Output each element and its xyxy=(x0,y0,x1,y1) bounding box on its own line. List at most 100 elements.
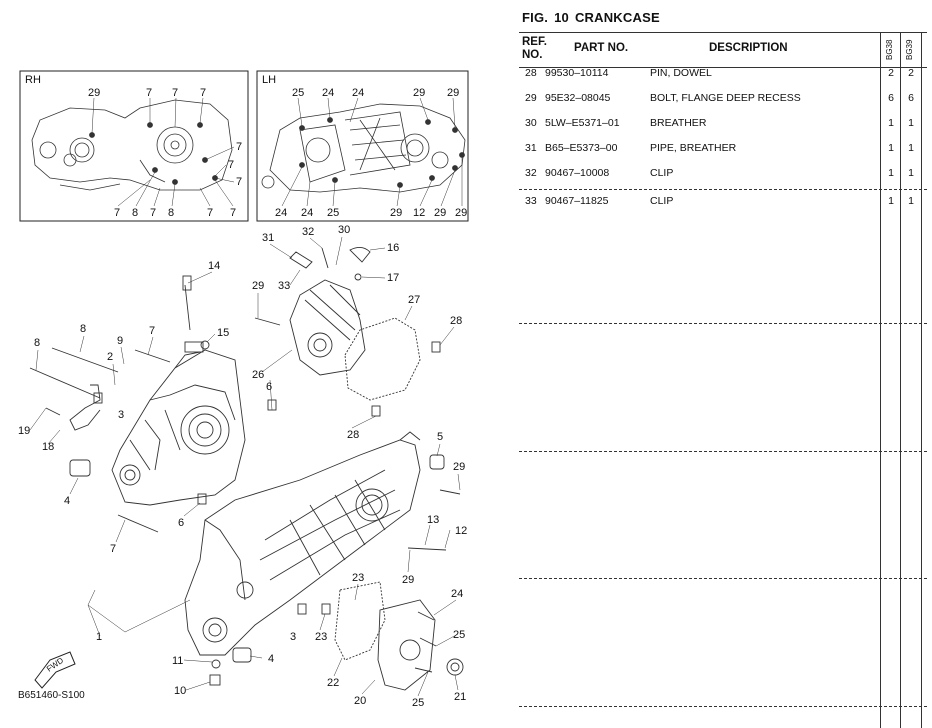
callout: 5 xyxy=(437,431,443,443)
callout: 29 xyxy=(402,574,414,586)
callout: 6 xyxy=(178,517,184,529)
lh-callout: 29 xyxy=(455,207,467,219)
callout: 19 xyxy=(18,425,30,437)
column-divider xyxy=(900,32,901,728)
part-number: 90467–10008 xyxy=(545,167,610,179)
callout: 3 xyxy=(118,409,124,421)
lh-leader-lines xyxy=(281,97,463,207)
part-description: PIN, DOWEL xyxy=(650,67,712,79)
part-number: 99530–10114 xyxy=(545,67,609,79)
lh-callout: 25 xyxy=(292,87,304,99)
rh-callout: 7 xyxy=(228,159,234,171)
figure-number: 10 xyxy=(554,10,569,25)
rh-callout: 7 xyxy=(172,87,178,99)
callout: 7 xyxy=(149,325,155,337)
part-description: CLIP xyxy=(650,195,674,207)
lh-callout: 24 xyxy=(301,207,313,219)
group-separator xyxy=(519,323,927,324)
lh-callout: 12 xyxy=(413,207,425,219)
right-case-half xyxy=(111,341,246,506)
rh-callout: 7 xyxy=(207,207,213,219)
callout: 6 xyxy=(266,381,272,393)
callout: 23 xyxy=(352,572,364,584)
qty-model-1: 1 xyxy=(888,195,894,207)
rh-inset-frame xyxy=(19,70,249,222)
column-divider xyxy=(921,32,922,728)
callout: 14 xyxy=(208,260,220,272)
rh-callout: 8 xyxy=(132,207,138,219)
rh-callout: 7 xyxy=(236,141,242,153)
table-row: 30 5LW–E5371–01 BREATHER xyxy=(519,117,880,133)
qty-model-1: 6 xyxy=(888,92,894,104)
callout: 25 xyxy=(412,697,424,709)
part-description: BOLT, FLANGE DEEP RECESS xyxy=(650,92,801,104)
callout: 20 xyxy=(354,695,366,707)
lh-callout: 29 xyxy=(447,87,459,99)
rh-callouts: 29 7 7 7 7 7 7 7 7 8 8 7 7 xyxy=(88,87,242,219)
callout: 30 xyxy=(338,224,350,236)
rh-callout: 7 xyxy=(146,87,152,99)
callout: 29 xyxy=(453,461,465,473)
part-number: 95E32–08045 xyxy=(545,92,611,104)
part-description: PIPE, BREATHER xyxy=(650,142,737,154)
callout: 24 xyxy=(451,588,463,600)
ref-no: 30 xyxy=(525,117,537,129)
part-no-header: PART NO. xyxy=(574,42,629,54)
main-callouts: 1 2 3 3 4 4 5 6 6 7 7 8 8 9 10 11 12 13 … xyxy=(18,224,467,709)
rh-callout: 7 xyxy=(114,207,120,219)
lh-inset-label: LH xyxy=(262,74,276,86)
qty-model-1: 2 xyxy=(888,67,894,79)
callout: 4 xyxy=(64,495,70,507)
callout: 1 xyxy=(96,631,102,643)
ref-header-line1: REF. xyxy=(522,36,547,48)
callout: 9 xyxy=(117,335,123,347)
callout: 7 xyxy=(110,543,116,555)
callout: 22 xyxy=(327,677,339,689)
callout: 18 xyxy=(42,441,54,453)
callout: 32 xyxy=(302,226,314,238)
model-header-2: BG39 xyxy=(905,39,914,61)
exploded-diagram: RH 29 7 7 7 7 7 7 7 7 8 8 7 7 xyxy=(18,70,469,709)
lh-callout: 29 xyxy=(390,207,402,219)
callout: 12 xyxy=(455,525,467,537)
callout: 27 xyxy=(408,294,420,306)
column-divider xyxy=(880,32,881,728)
ref-no: 32 xyxy=(525,167,537,179)
table-row: 32 90467–10008 CLIP xyxy=(519,167,880,183)
rh-leader-lines xyxy=(91,97,235,207)
lh-callout: 29 xyxy=(413,87,425,99)
rh-callout: 29 xyxy=(88,87,100,99)
model-header-1: BG38 xyxy=(885,39,894,61)
lh-inset-frame xyxy=(256,70,469,222)
qty-model-2: 1 xyxy=(908,117,914,129)
part-number: 90467–11825 xyxy=(545,195,609,207)
callout: 29 xyxy=(252,280,264,292)
figure-prefix: FIG. xyxy=(522,10,549,25)
figure-name: CRANKCASE xyxy=(574,10,660,25)
qty-model-2: 1 xyxy=(908,195,914,207)
qty-model-1: 1 xyxy=(888,142,894,154)
drawing-code: B651460-S100 xyxy=(18,690,85,701)
callout: 13 xyxy=(427,514,439,526)
lh-callout: 29 xyxy=(434,207,446,219)
figure-title: FIG. 10 CRANKCASE xyxy=(522,10,666,25)
part-description: CLIP xyxy=(650,167,674,179)
callout: 28 xyxy=(450,315,462,327)
callout: 28 xyxy=(347,429,359,441)
lh-case-sketch xyxy=(261,103,466,193)
group-separator xyxy=(519,706,927,707)
callout: 16 xyxy=(387,242,399,254)
group-separator xyxy=(519,578,927,579)
description-header: DESCRIPTION xyxy=(709,42,788,54)
callout: 26 xyxy=(252,369,264,381)
table-row: 28 99530–10114 PIN, DOWEL xyxy=(519,67,880,83)
gasket-and-plate xyxy=(334,581,464,691)
rh-callout: 7 xyxy=(236,176,242,188)
callout: 11 xyxy=(172,655,183,667)
lh-callouts: 25 24 24 29 29 24 24 25 29 12 29 29 xyxy=(275,87,467,219)
ref-no: 33 xyxy=(525,195,537,207)
left-case-half xyxy=(184,431,421,656)
ref-header-line2: NO. xyxy=(522,49,543,61)
rh-callout: 8 xyxy=(168,207,174,219)
fwd-arrow-icon: FWD xyxy=(34,651,76,689)
